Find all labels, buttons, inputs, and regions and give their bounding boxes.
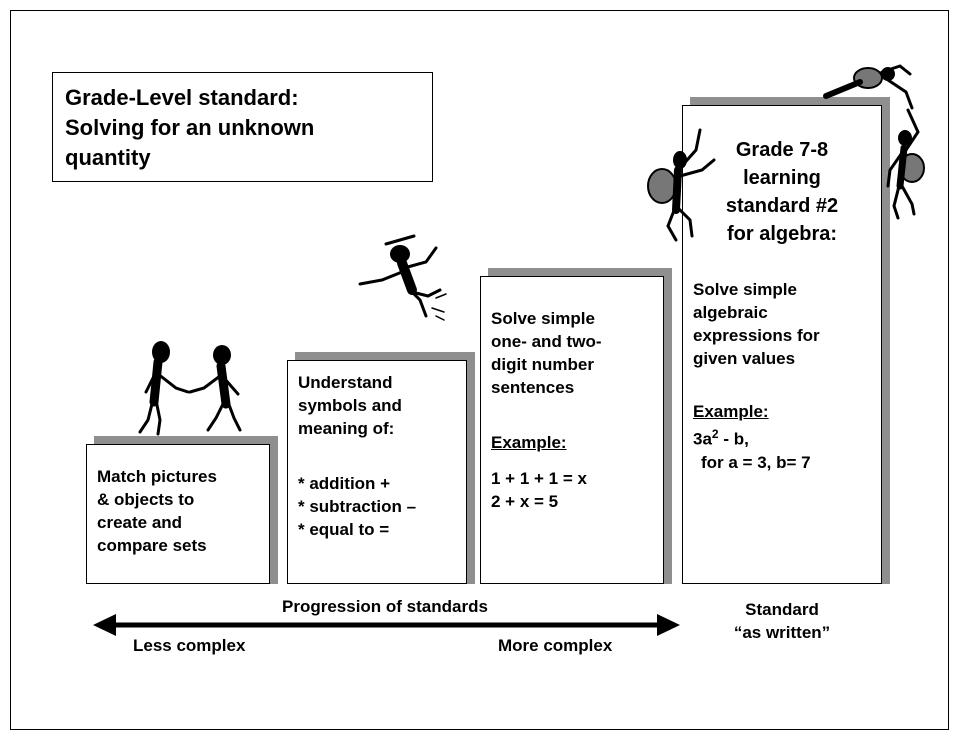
step-1-line: Match pictures <box>97 467 217 486</box>
title-line: Solving for an unknown <box>65 115 315 140</box>
step-2-shadow <box>295 352 475 360</box>
step-4-shadow <box>882 97 890 584</box>
step-3-intro-line: Solve simple <box>491 309 595 328</box>
step-3-shadow <box>488 268 672 276</box>
step-2-intro-line: Understand <box>298 373 393 392</box>
step-1-shadow <box>94 436 278 444</box>
step-1-line: create and <box>97 513 183 532</box>
algebra-expression: 3a2 - b, <box>693 423 871 451</box>
step-1-box: Match pictures & objects to create and c… <box>86 444 270 584</box>
less-complex-label: Less complex <box>133 636 246 655</box>
grade-heading-line: standard #2 <box>725 195 839 217</box>
top-climbers-icon <box>823 64 925 220</box>
standard-label-line: Standard <box>745 600 819 619</box>
jumping-figure-icon <box>358 234 447 321</box>
title-line: quantity <box>65 145 151 170</box>
grade-heading: Grade 7-8 learning standard #2 for algeb… <box>693 136 871 248</box>
step-2-intro-line: symbols and <box>298 396 402 415</box>
grade-heading-line: learning <box>743 167 821 189</box>
step-3-example-label: Example: <box>491 433 567 452</box>
step-1-line: & objects to <box>97 490 195 509</box>
step-4-intro-line: given values <box>693 349 796 368</box>
grade-heading-line: Grade 7-8 <box>735 139 829 161</box>
step-3-intro-line: one- and two- <box>491 332 602 351</box>
step-2-item: * addition + <box>298 474 391 493</box>
step-2-intro-line: meaning of: <box>298 419 395 438</box>
step-1-line: compare sets <box>97 536 207 555</box>
step-4-shadow <box>690 97 890 105</box>
step-4-intro-line: expressions for <box>693 326 820 345</box>
step-3-shadow <box>664 268 672 584</box>
step-3-example: 1 + 1 + 1 = x <box>491 469 587 488</box>
step-2-item: * equal to = <box>298 520 390 539</box>
more-complex-label: More complex <box>498 636 613 655</box>
step-3-box: Solve simple one- and two- digit number … <box>480 276 664 584</box>
step-4-intro-line: Solve simple <box>693 280 797 299</box>
title-line: Grade-Level standard: <box>65 85 299 110</box>
climber-figure-icon <box>647 128 716 242</box>
grade-heading-line: for algebra: <box>726 223 838 245</box>
handshake-figures-icon <box>138 341 242 436</box>
step-3-example: 2 + x = 5 <box>491 492 559 511</box>
expr-base: 3a <box>693 429 712 449</box>
title-box: Grade-Level standard: Solving for an unk… <box>52 72 433 182</box>
standard-label-line: “as written” <box>733 623 831 642</box>
step-2-item: * subtraction – <box>298 497 417 516</box>
step-1-shadow <box>270 436 278 584</box>
standard-label: Standard “as written” <box>712 598 852 644</box>
step-3-intro-line: sentences <box>491 378 575 397</box>
step-2-shadow <box>467 352 475 584</box>
step-4-intro-line: algebraic <box>693 303 768 322</box>
example-values: for a = 3, b= 7 <box>701 452 811 472</box>
step-4-box: Grade 7-8 learning standard #2 for algeb… <box>682 105 882 584</box>
expr-rest: - b, <box>718 429 749 449</box>
expr-exponent: 2 <box>711 427 719 441</box>
progression-arrow <box>93 614 680 636</box>
outer-frame <box>10 10 949 730</box>
step-3-intro-line: digit number <box>491 355 594 374</box>
progression-label: Progression of standards <box>282 597 488 616</box>
step-2-box: Understand symbols and meaning of: * add… <box>287 360 467 584</box>
step-4-example-label: Example: <box>693 402 769 421</box>
